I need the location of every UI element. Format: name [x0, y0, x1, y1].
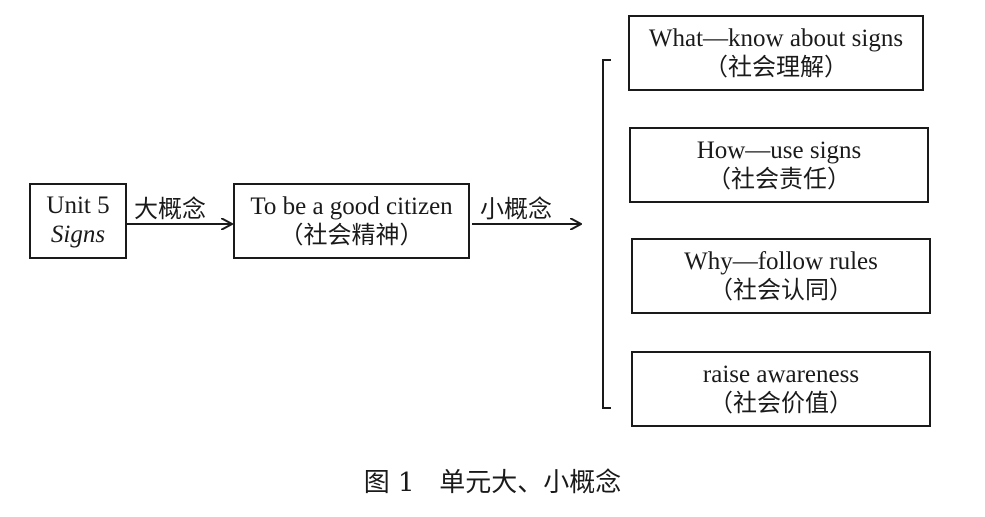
bracket	[602, 59, 611, 409]
small-concept-box-why: Why—follow rules （社会认同）	[631, 238, 931, 314]
small-concept-zh: （社会认同）	[709, 275, 853, 304]
small-concept-zh: （社会理解）	[704, 52, 848, 81]
big-concept-en: To be a good citizen	[250, 192, 453, 220]
unit-title: Unit 5	[46, 192, 110, 220]
figure-caption: 图 1 单元大、小概念	[363, 468, 622, 498]
small-concept-box-what: What—know about signs （社会理解）	[628, 15, 924, 91]
unit-topic: Signs	[50, 221, 106, 248]
unit-box: Unit 5 Signs	[29, 183, 127, 259]
small-concept-zh: （社会责任）	[707, 164, 851, 193]
small-concept-en: What—know about signs	[648, 24, 904, 52]
small-concept-label: 小概念	[480, 195, 552, 223]
small-concept-en: How—use signs	[696, 136, 862, 164]
big-concept-zh: （社会精神）	[279, 220, 424, 249]
small-concept-en: Why—follow rules	[684, 247, 878, 275]
big-concept-box: To be a good citizen （社会精神）	[233, 183, 470, 259]
small-concept-en: raise awareness	[702, 360, 860, 388]
small-concept-box-awareness: raise awareness （社会价值）	[631, 351, 931, 427]
small-concept-zh: （社会价值）	[709, 388, 853, 417]
big-concept-label: 大概念	[134, 195, 206, 223]
small-concept-box-how: How—use signs （社会责任）	[629, 127, 929, 203]
